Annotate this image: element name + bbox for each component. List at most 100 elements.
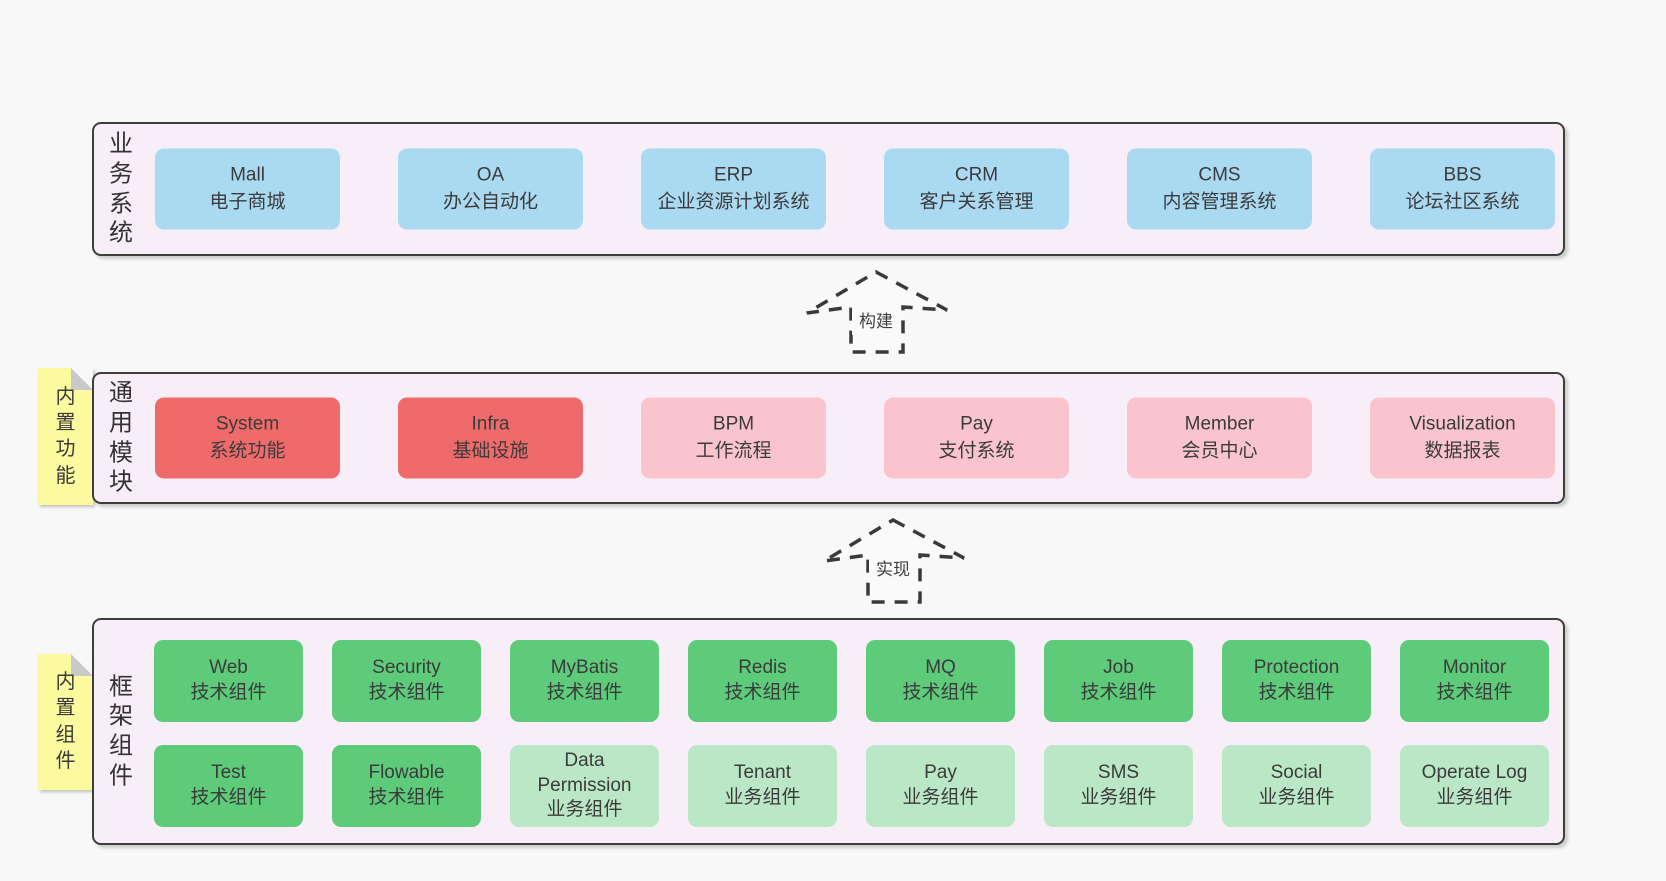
- box-subtitle: 技术组件: [368, 787, 445, 808]
- diagram-box-social: Social 业务组件: [1222, 745, 1371, 827]
- box-row: System 系统功能 Infra 基础设施 BPM 工作流程 Pay 支付系统 Member 会…: [155, 397, 1555, 479]
- diagram-box-erp: ERP 企业资源计划系统: [641, 148, 826, 230]
- box-subtitle: 内容管理系统: [1162, 191, 1277, 212]
- box-subtitle: 会员中心: [1181, 440, 1258, 461]
- diagram-box-security: Security 技术组件: [332, 640, 481, 722]
- box-title: System: [215, 413, 280, 435]
- box-subtitle: 业务组件: [1080, 787, 1157, 808]
- diagram-box-mq: MQ 技术组件: [866, 640, 1015, 722]
- box-title: Monitor: [1442, 657, 1507, 679]
- box-title: Security: [372, 657, 441, 679]
- box-title: Social: [1270, 762, 1323, 784]
- diagram-box-operate-log: Operate Log 业务组件: [1400, 745, 1549, 827]
- box-subtitle: 技术组件: [190, 787, 267, 808]
- diagram-box-job: Job 技术组件: [1044, 640, 1193, 722]
- box-title: OA: [476, 164, 505, 186]
- box-title: Redis: [738, 657, 787, 679]
- box-title: SMS: [1097, 762, 1140, 784]
- diagram-box-pay: Pay 支付系统: [884, 397, 1069, 479]
- box-title: ERP: [713, 164, 754, 186]
- arrow-label: 构建: [859, 312, 893, 331]
- box-subtitle: 业务组件: [1258, 787, 1335, 808]
- box-title: Protection: [1253, 657, 1340, 679]
- box-subtitle: 工作流程: [695, 440, 772, 461]
- box-subtitle: 数据报表: [1424, 440, 1501, 461]
- arrow-label-bg: [852, 305, 900, 335]
- diagram-box-bpm: BPM 工作流程: [641, 397, 826, 479]
- box-title: Mall: [230, 164, 265, 186]
- box-title: CMS: [1198, 164, 1241, 186]
- box-title: Job: [1103, 657, 1134, 679]
- arrow-label: 实现: [876, 560, 910, 579]
- box-title: Infra: [471, 413, 510, 435]
- diagram-box-data-permission: Data Permission 业务组件: [510, 745, 659, 827]
- box-subtitle: 业务组件: [724, 787, 801, 808]
- box-subtitle: 企业资源计划系统: [657, 191, 810, 212]
- diagram-box-mall: Mall 电子商城: [155, 148, 340, 230]
- box-title: Pay: [924, 762, 957, 784]
- diagram-box-redis: Redis 技术组件: [688, 640, 837, 722]
- box-subtitle: 客户关系管理: [919, 191, 1034, 212]
- diagram-box-monitor: Monitor 技术组件: [1400, 640, 1549, 722]
- box-title: Visualization: [1409, 413, 1516, 435]
- diagram-box-visualization: Visualization 数据报表: [1370, 397, 1555, 479]
- diagram-box-sms: SMS 业务组件: [1044, 745, 1193, 827]
- box-subtitle: 技术组件: [724, 682, 801, 703]
- box-title: Operate Log: [1421, 762, 1528, 784]
- build-arrow-icon: 构建: [806, 269, 948, 354]
- box-subtitle: 技术组件: [190, 682, 267, 703]
- note-label: 内置功能: [55, 385, 76, 487]
- box-subtitle: 支付系统: [938, 440, 1015, 461]
- diagram-box-bbs: BBS 论坛社区系统: [1370, 148, 1555, 230]
- box-subtitle: 技术组件: [1258, 682, 1335, 703]
- diagram-box-system: System 系统功能: [155, 397, 340, 479]
- box-title: MyBatis: [550, 657, 619, 679]
- box-title: Pay: [960, 413, 993, 435]
- diagram-box-infra: Infra 基础设施: [398, 397, 583, 479]
- box-title: Test: [211, 762, 246, 784]
- diagram-box-flowable: Flowable 技术组件: [332, 745, 481, 827]
- box-subtitle: 技术组件: [368, 682, 445, 703]
- box-subtitle: 系统功能: [209, 440, 286, 461]
- box-subtitle: 技术组件: [1080, 682, 1157, 703]
- box-subtitle: 技术组件: [546, 682, 623, 703]
- diagram-box-cms: CMS 内容管理系统: [1127, 148, 1312, 230]
- box-subtitle: 技术组件: [902, 682, 979, 703]
- diagram-box-oa: OA 办公自动化: [398, 148, 583, 230]
- box-title: BPM: [712, 413, 755, 435]
- sticky-note-builtin-components: 内置组件: [38, 654, 93, 790]
- layer-label: 框架组件: [109, 673, 133, 790]
- folded-corner-icon: [71, 368, 93, 390]
- arrow-label-bg: [869, 553, 917, 583]
- box-title: BBS: [1443, 164, 1482, 186]
- note-label: 内置组件: [55, 671, 76, 773]
- box-title: MQ: [925, 657, 956, 679]
- diagram-box-protection: Protection 技术组件: [1222, 640, 1371, 722]
- box-subtitle: 办公自动化: [442, 191, 538, 212]
- box-title: Data Permission: [537, 749, 632, 796]
- implement-arrow-icon: 实现: [823, 517, 965, 604]
- sticky-note-builtin-features: 内置功能: [38, 368, 93, 505]
- box-title: Tenant: [733, 762, 792, 784]
- folded-corner-icon: [71, 654, 93, 676]
- diagram-box-web: Web 技术组件: [154, 640, 303, 722]
- box-subtitle: 论坛社区系统: [1405, 191, 1520, 212]
- box-title: Member: [1184, 413, 1255, 435]
- box-subtitle: 业务组件: [546, 799, 623, 821]
- box-subtitle: 技术组件: [1436, 682, 1513, 703]
- box-title: Flowable: [368, 762, 445, 784]
- box-subtitle: 业务组件: [1436, 787, 1513, 808]
- diagram-box-member: Member 会员中心: [1127, 397, 1312, 479]
- box-subtitle: 电子商城: [209, 191, 286, 212]
- diagram-box-tenant: Tenant 业务组件: [688, 745, 837, 827]
- box-subtitle: 基础设施: [452, 440, 529, 461]
- box-title: Web: [209, 657, 248, 679]
